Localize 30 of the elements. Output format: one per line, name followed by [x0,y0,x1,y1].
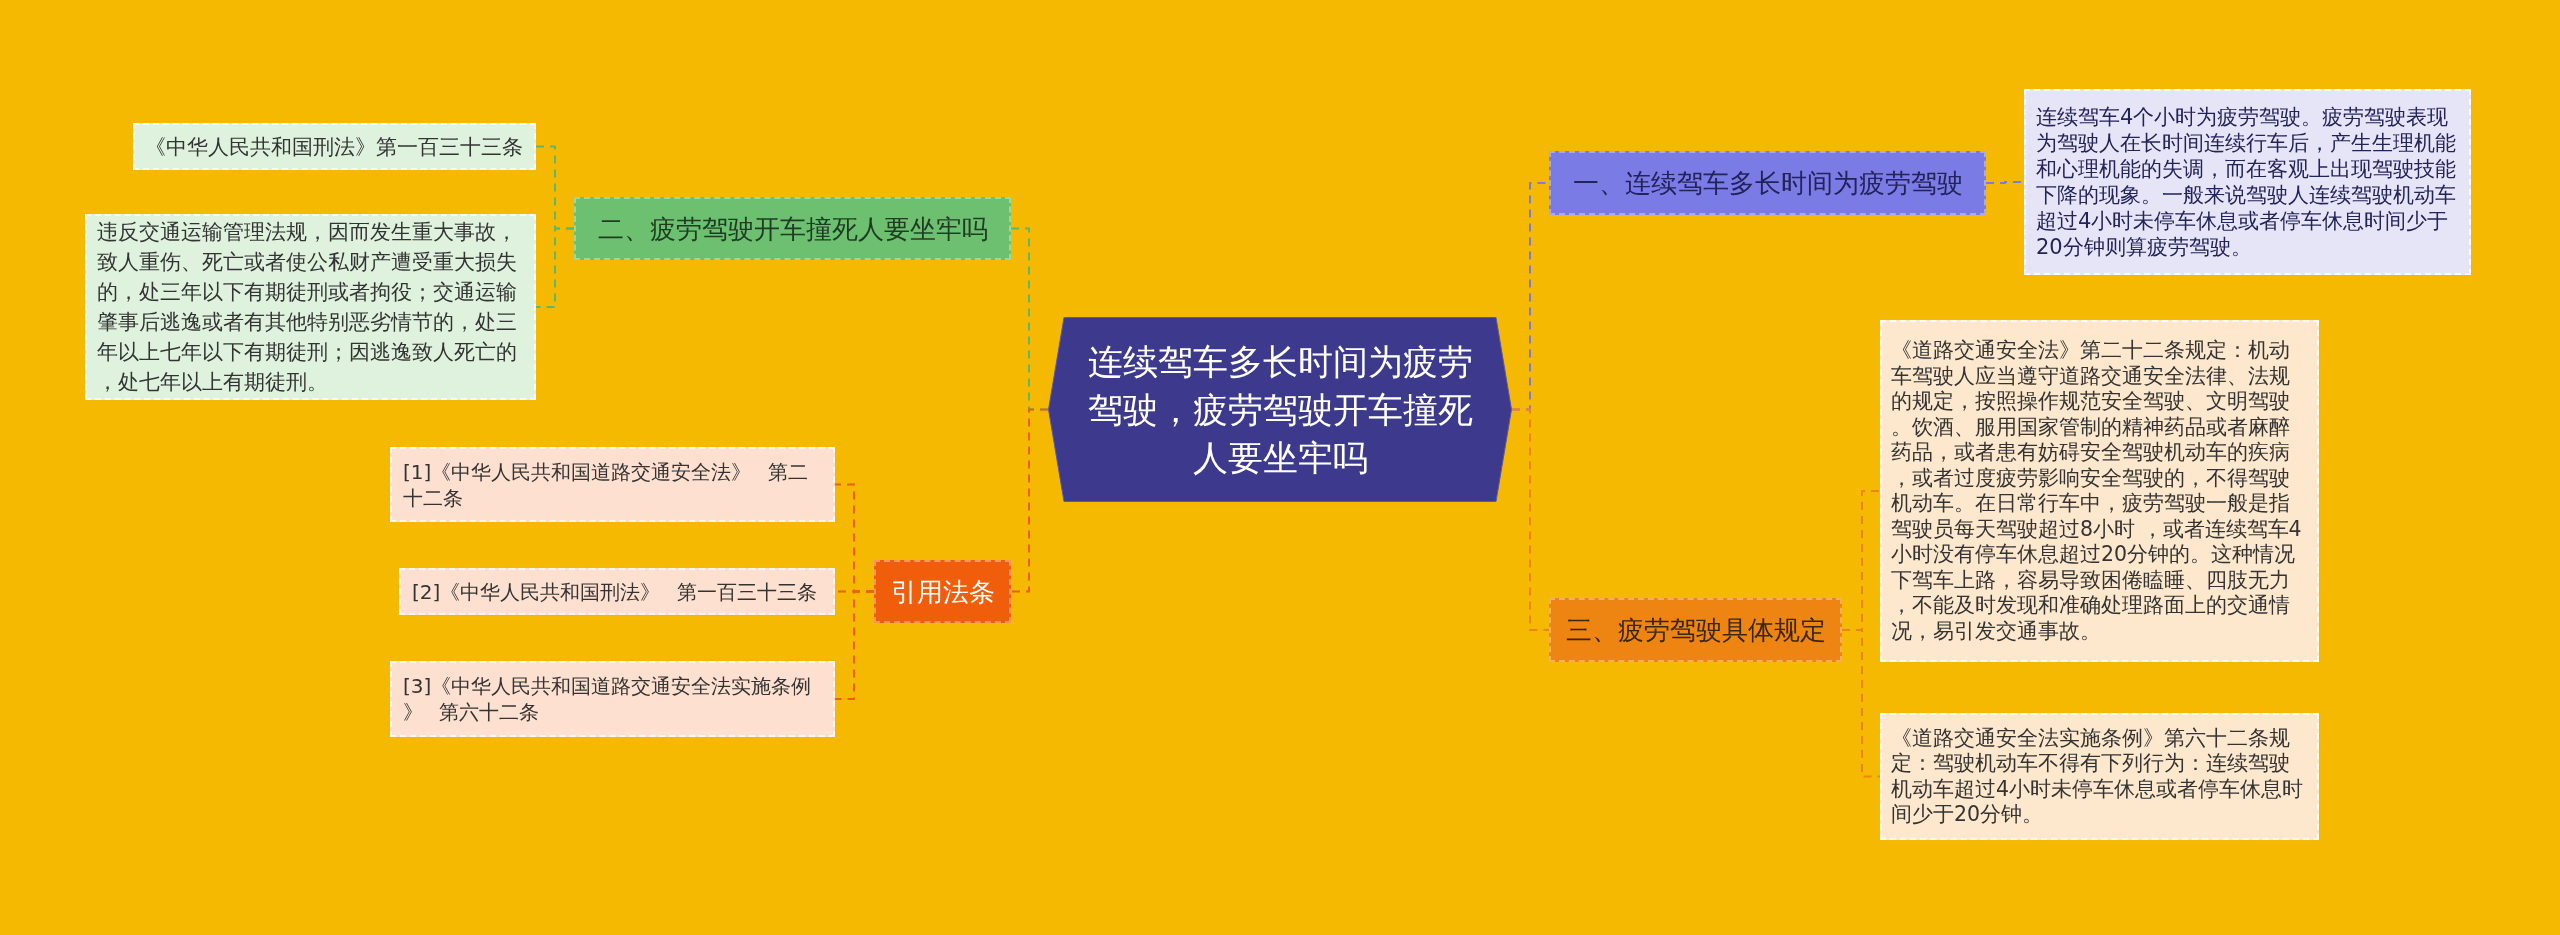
branch-topic [574,197,1011,260]
note-card [390,447,835,522]
connector-line [1841,629,1881,778]
topic-title: 连续驾车多长时间为疲劳驾驶，疲劳驾驶开车撞死人要坐牢吗 [1086,340,1474,480]
note-card [399,568,835,615]
note-text: [3]《中华人民共和国道路交通安全法实施条例》 第六十二条 [403,673,813,725]
note-card [390,661,835,737]
note-text: 连续驾车4个小时为疲劳驾驶。疲劳驾驶表现为驾驶人在长时间连续行车后，产生生理机能和心理机能的失调，而在客观上出现驾驶技能下降的现象。一般来说驾驶人连续驾驶机动车超过4小时未停车休息或者停车休息时间少于20分钟则算疲劳驾驶。 [2036,104,2457,260]
branch-title: 引用法条 [890,575,995,609]
note-text: 违反交通运输管理法规，因而发生重大事故，致人重伤、死亡或者使公私财产遭受重大损失的，处三年以下有期徒刑或者拘役；交通运输肇事后逃逸或者有其他特别恶劣情节的，处三年以上七年以下有期徒刑；因逃逸致人死亡的，处七年以上有期徒刑。 [97,219,518,396]
branch-title: 一、连续驾车多长时间为疲劳驾驶 [1572,167,1963,200]
central-topic [1048,317,1512,502]
note-card [133,123,536,170]
note-text: 《道路交通安全法实施条例》第六十二条规定：驾驶机动车不得有下列行为：连续驾驶机动车超过4小时未停车休息或者停车休息时间少于20分钟。 [1891,725,2305,828]
note-text: 《道路交通安全法》第二十二条规定：机动车驾驶人应当遵守道路交通安全法律、法规的规定，按照操作规范安全驾驶、文明驾驶。饮酒、服用国家管制的精神药品或者麻醉药品，或者患有妨碍安全驾驶机动车的疾病，或者过度疲劳影响安全驾驶的，不得驾驶机动车。在日常行车中，疲劳驾驶一般是指驾驶员每天驾驶超过8小时 ，或者连续驾车4小时没有停车休息超过20分钟的。这种情况下驾车上路，容易导致困倦瞌睡、四肢无力，不能及时发现和准确处理路面上的交通情况，易引发交通事故。 [1891,338,2303,644]
note-text: 《中华人民共和国刑法》第一百三十三条 [145,133,523,161]
note-card [2024,89,2471,275]
note-card [1880,320,2319,662]
branch-topic [874,560,1011,623]
branch-title: 三、疲劳驾驶具体规定 [1565,614,1826,647]
note-text: [2]《中华人民共和国刑法》 第一百三十三条 [412,578,817,605]
connector-line [834,590,875,700]
note-card [1880,713,2319,840]
connector-line [1511,408,1550,631]
branch-topic [1549,598,1842,662]
note-text: [1]《中华人民共和国道路交通安全法》 第二十二条 [403,458,809,511]
connector-line [1010,408,1049,593]
branch-title: 二、疲劳驾驶开车撞死人要坐牢吗 [597,212,988,246]
branch-topic [1549,151,1986,215]
connector-line [535,227,575,308]
